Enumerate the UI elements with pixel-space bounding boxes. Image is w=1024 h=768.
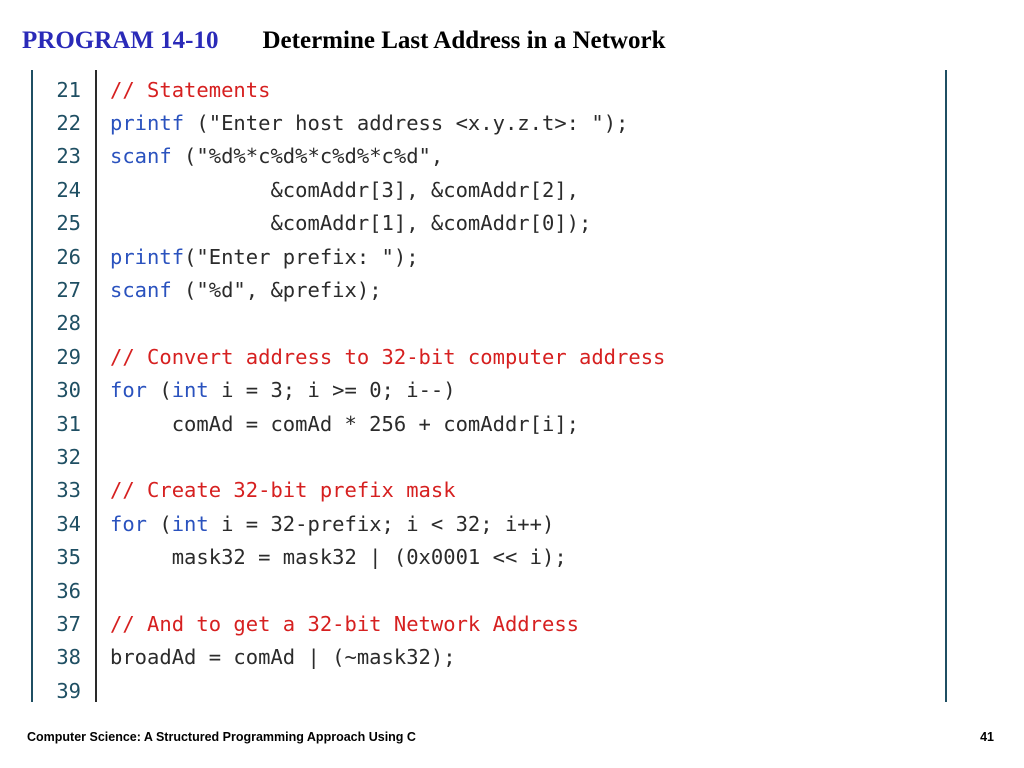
code-line: 36 (31, 574, 947, 607)
code-token: ("Enter host address <x.y.z.t>: "); (184, 111, 629, 136)
code-text: for (int i = 32-prefix; i < 32; i++) (110, 512, 554, 536)
code-token: ("%d%*c%d%*c%d%*c%d", (171, 144, 444, 169)
code-token: ("%d", &prefix); (171, 278, 382, 303)
slide-title: PROGRAM 14-10 Determine Last Address in … (22, 24, 665, 58)
footer-page-number: 41 (980, 730, 994, 744)
code-text: scanf ("%d%*c%d%*c%d%*c%d", (110, 144, 443, 168)
line-number: 24 (56, 177, 81, 202)
frame-right-border-bottom (945, 168, 947, 702)
code-text: mask32 = mask32 | (0x0001 << i); (110, 545, 567, 569)
line-number: 34 (56, 511, 81, 536)
program-title: Determine Last Address in a Network (262, 27, 666, 54)
code-comment: // Create 32-bit prefix mask (110, 478, 456, 503)
code-line: 32 (31, 440, 947, 473)
code-text: printf ("Enter host address <x.y.z.t>: "… (110, 111, 628, 135)
frame-left-border (31, 70, 33, 702)
line-number: 36 (56, 578, 81, 603)
code-line: 27 scanf ("%d", &prefix); (31, 273, 947, 306)
code-line: 28 (31, 307, 947, 340)
code-line: 35 mask32 = mask32 | (0x0001 << i); (31, 540, 947, 573)
code-keyword: printf (110, 111, 185, 136)
code-token: ( (147, 511, 172, 536)
code-text: // And to get a 32-bit Network Address (110, 612, 579, 636)
code-text: &comAddr[3], &comAddr[2], (110, 178, 579, 202)
code-text: broadAd = comAd | (~mask32); (110, 645, 456, 669)
code-line: 25 &comAddr[1], &comAddr[0]); (31, 207, 947, 240)
code-line: 34 for (int i = 32-prefix; i < 32; i++) (31, 507, 947, 540)
code-line: 33 // Create 32-bit prefix mask (31, 474, 947, 507)
line-number: 39 (56, 678, 81, 703)
line-number: 38 (56, 645, 81, 670)
code-token: comAd = comAd * 256 + comAddr[i]; (110, 411, 579, 436)
code-keyword: for (110, 511, 148, 536)
code-text: for (int i = 3; i >= 0; i--) (110, 378, 456, 402)
code-keyword: int (171, 511, 209, 536)
code-keyword: int (171, 378, 209, 403)
code-keyword: scanf (110, 278, 172, 303)
code-text: // Convert address to 32-bit computer ad… (110, 345, 665, 369)
code-listing: 21 // Statements 22 printf ("Enter host add… (31, 70, 947, 703)
frame-right-border-top (945, 70, 947, 168)
code-line: 39 (31, 674, 947, 707)
code-token: ( (147, 378, 172, 403)
code-keyword: printf (110, 244, 185, 269)
line-number: 21 (56, 77, 81, 102)
gutter-separator (95, 70, 97, 702)
line-number: 30 (56, 378, 81, 403)
line-number: 33 (56, 478, 81, 503)
code-text: comAd = comAd * 256 + comAddr[i]; (110, 412, 579, 436)
line-number: 28 (56, 311, 81, 336)
code-comment: // And to get a 32-bit Network Address (110, 611, 579, 636)
code-keyword: scanf (110, 144, 172, 169)
line-number: 25 (56, 211, 81, 236)
code-text: // Statements (110, 78, 270, 102)
code-token: i = 3; i >= 0; i--) (208, 378, 456, 403)
code-line: 37 // And to get a 32-bit Network Address (31, 607, 947, 640)
code-text: printf("Enter prefix: "); (110, 245, 419, 269)
code-line: 26 printf("Enter prefix: "); (31, 240, 947, 273)
line-number: 37 (56, 611, 81, 636)
footer-book-title: Computer Science: A Structured Programmi… (27, 730, 416, 744)
code-token: &comAddr[1], &comAddr[0]); (110, 211, 592, 236)
program-label: PROGRAM 14-10 (22, 27, 219, 54)
code-token: i = 32-prefix; i < 32; i++) (208, 511, 555, 536)
code-text: &comAddr[1], &comAddr[0]); (110, 211, 591, 235)
code-keyword: for (110, 378, 148, 403)
code-line: 38 broadAd = comAd | (~mask32); (31, 641, 947, 674)
line-number: 22 (56, 111, 81, 136)
line-number: 29 (56, 344, 81, 369)
code-line: 29 // Convert address to 32-bit computer … (31, 340, 947, 373)
line-number: 35 (56, 545, 81, 570)
code-line: 21 // Statements (31, 73, 947, 106)
line-number: 31 (56, 411, 81, 436)
code-text: scanf ("%d", &prefix); (110, 278, 382, 302)
code-comment: // Convert address to 32-bit computer ad… (110, 344, 666, 369)
code-line: 23 scanf ("%d%*c%d%*c%d%*c%d", (31, 140, 947, 173)
line-number: 32 (56, 444, 81, 469)
line-number: 27 (56, 278, 81, 303)
code-line: 22 printf ("Enter host address <x.y.z.t>:… (31, 106, 947, 139)
code-line: 30 for (int i = 3; i >= 0; i--) (31, 374, 947, 407)
code-comment: // Statements (110, 77, 271, 102)
code-token: broadAd = comAd | (~mask32); (110, 645, 456, 670)
code-token: ("Enter prefix: "); (184, 244, 419, 269)
code-token: &comAddr[3], &comAddr[2], (110, 177, 579, 202)
code-token: mask32 = mask32 | (0x0001 << i); (110, 545, 567, 570)
code-text: // Create 32-bit prefix mask (110, 478, 456, 502)
line-number: 23 (56, 144, 81, 169)
code-line: 24 &comAddr[3], &comAddr[2], (31, 173, 947, 206)
code-lines: 21 // Statements 22 printf ("Enter host add… (31, 73, 947, 707)
code-line: 31 comAd = comAd * 256 + comAddr[i]; (31, 407, 947, 440)
line-number: 26 (56, 244, 81, 269)
